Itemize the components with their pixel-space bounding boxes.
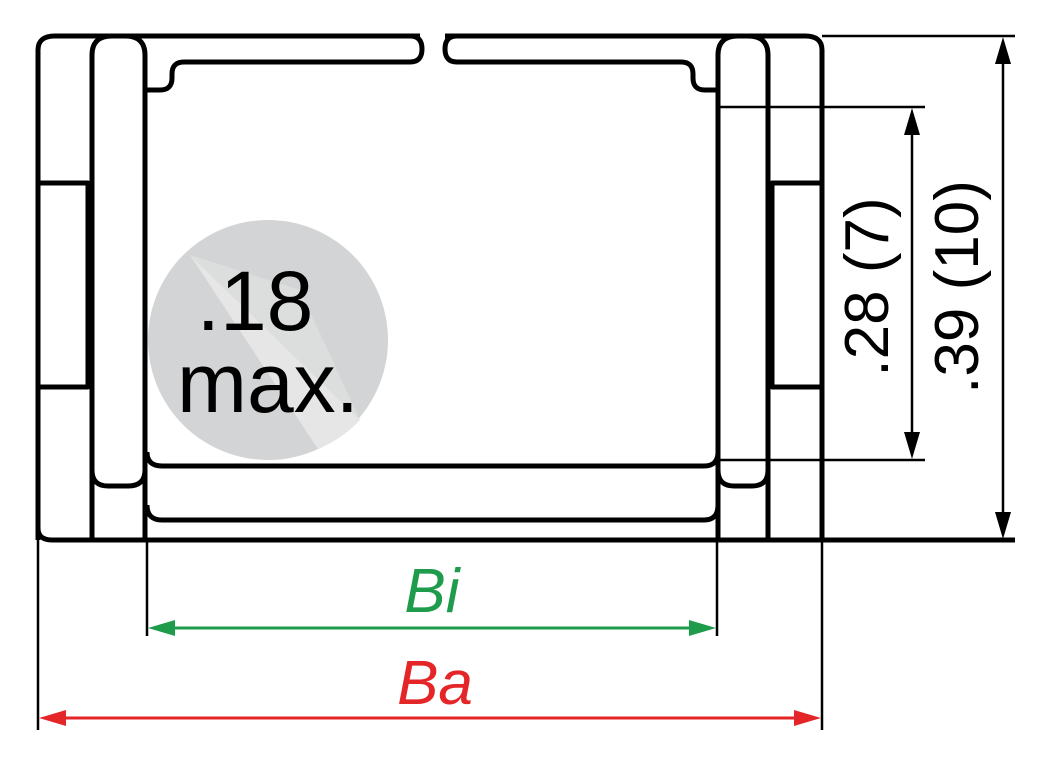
max-thickness-suffix: max. [177, 336, 359, 430]
inner-height-label: .28 (7) [833, 197, 902, 376]
inner-width-label: Bi [404, 557, 461, 626]
height-dimensions [720, 34, 1015, 539]
left-side-plate [35, 33, 1015, 543]
crossbar-top [145, 33, 718, 93]
outer-height-label: .39 (10) [923, 180, 992, 394]
outer-width-label: Ba [397, 649, 473, 718]
crossbar-bottom [144, 451, 721, 523]
right-side-plate [445, 33, 825, 540]
max-thickness-value: .18 [197, 254, 314, 348]
width-dimensions [36, 540, 824, 730]
max-badge [148, 220, 388, 460]
